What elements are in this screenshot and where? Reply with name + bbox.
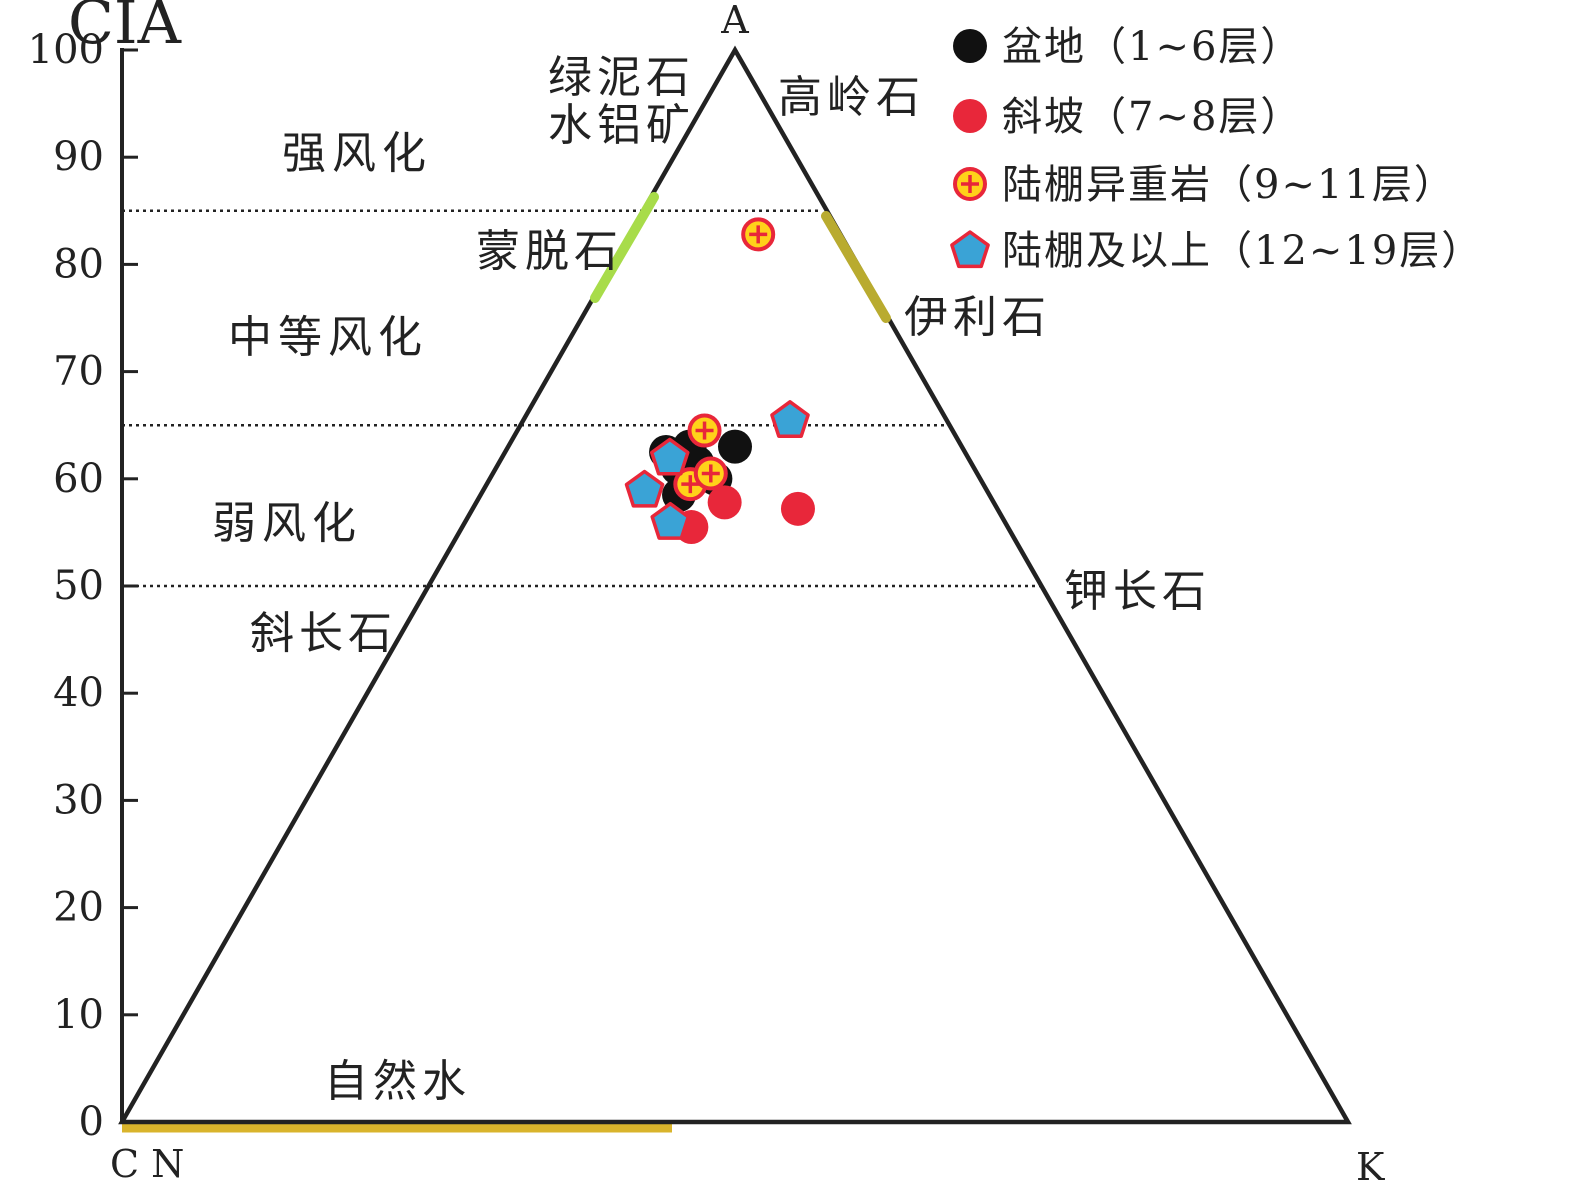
ternary-triangle [118, 45, 1352, 1125]
legend-label-1: 斜坡（7~8层） [1002, 94, 1302, 140]
data-point-series-0 [718, 429, 752, 464]
weathering-zone-label: 中等风化 [228, 312, 428, 363]
legend-marker-0 [953, 29, 987, 63]
weathering-zone-label: 强风化 [282, 128, 432, 179]
y-tick-label: 20 [53, 885, 104, 931]
data-point-series-1 [707, 485, 742, 520]
y-tick-label: 90 [53, 134, 104, 180]
y-tick-label: 40 [53, 670, 104, 716]
data-point-series-2 [741, 217, 776, 252]
mineral-label-k-feldspar: 钾长石 [1064, 566, 1211, 617]
montmorillonite-bar [590, 192, 659, 303]
y-tick-label: 10 [53, 992, 104, 1038]
y-tick-label: 0 [79, 1099, 104, 1145]
mineral-label-montmorillonite: 蒙脱石 [476, 226, 623, 277]
y-tick-label: 70 [53, 349, 104, 395]
legend-marker-3 [950, 230, 990, 269]
y-tick-label: 30 [53, 777, 104, 823]
y-tick-label: 50 [53, 563, 104, 609]
chart-lines [118, 45, 1352, 1133]
legend-label-3: 陆棚及以上（12~19层） [1002, 228, 1483, 274]
legend-label-2: 陆棚异重岩（9~11层） [1002, 162, 1456, 208]
data-point-series-3 [770, 400, 810, 438]
legend-marker-2 [953, 167, 987, 201]
data-point-series-1 [780, 491, 815, 526]
legend-label-0: 盆地（1~6层） [1002, 24, 1302, 70]
chart-legend: 盆地（1~6层） 斜坡（7~8层） 陆棚异重岩（9~11层） 陆棚及以上（12~19层… [950, 24, 1483, 274]
y-tick-label: 100 [28, 27, 104, 73]
data-point-series-3 [624, 469, 665, 508]
weathering-zone-label: 弱风化 [212, 498, 362, 549]
mineral-label-illite: 伊利石 [904, 292, 1051, 343]
y-tick-label: 80 [53, 241, 104, 287]
data-point-series-3 [649, 437, 690, 476]
mineral-label-gibbsite: 水铝矿 [548, 100, 695, 151]
vertex-label-right: K [1356, 1145, 1385, 1187]
y-axis-title: CIA [68, 0, 182, 58]
data-point-series-3 [650, 501, 691, 540]
illite-bar [821, 211, 891, 323]
mineral-label-plagioclase: 斜长石 [250, 608, 397, 659]
mineral-label-chlorite: 绿泥石 [548, 52, 695, 103]
data-point-series-2 [687, 413, 722, 448]
mineral-label-kaolinite: 高岭石 [778, 72, 925, 123]
y-tick-label: 60 [53, 456, 104, 502]
legend-marker-1 [953, 99, 987, 133]
chart-points [624, 217, 815, 545]
vertex-label-left: C N [110, 1142, 184, 1186]
data-point-series-2 [693, 456, 728, 491]
vertex-label-top: A [720, 0, 749, 42]
mineral-label-natural-water: 自然水 [324, 1056, 471, 1107]
